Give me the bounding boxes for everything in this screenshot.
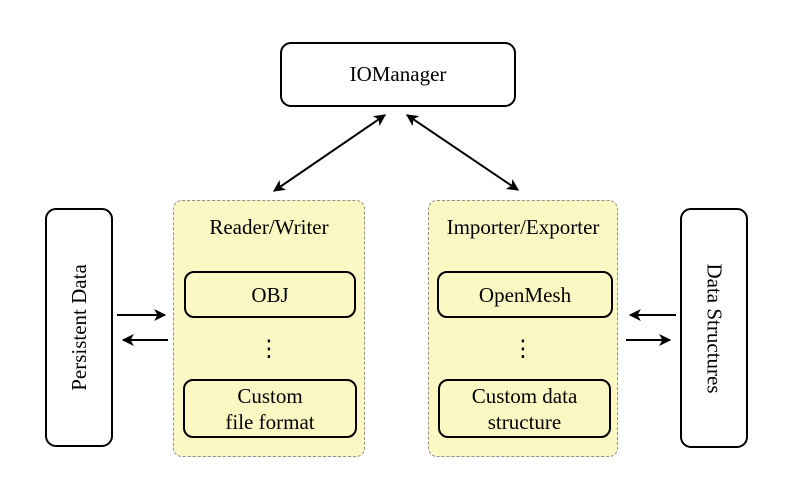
vertical-ellipsis-icon: ⋮ <box>511 336 535 362</box>
node-custom-data-structure-label: Custom data structure <box>471 383 578 434</box>
node-custom-file-format: Custom file format <box>183 379 357 438</box>
node-openmesh-label: OpenMesh <box>478 282 572 307</box>
node-data-structures: Data Structures <box>680 208 748 448</box>
node-persistent-data: Persistent Data <box>45 208 113 447</box>
node-openmesh: OpenMesh <box>437 271 613 318</box>
node-iomanager-label: IOManager <box>349 62 447 86</box>
group-reader-writer-title: Reader/Writer <box>209 215 329 239</box>
node-obj-label: OBJ <box>251 282 289 307</box>
node-persistent-data-label: Persistent Data <box>66 264 91 391</box>
group-importer-exporter-title: Importer/Exporter <box>446 215 600 239</box>
group-reader-writer: Reader/Writer OBJ ⋮ Custom file format <box>173 200 365 457</box>
node-custom-file-format-label: Custom file format <box>225 383 315 434</box>
group-importer-exporter: Importer/Exporter OpenMesh ⋮ Custom data… <box>428 200 618 457</box>
node-iomanager: IOManager <box>280 42 516 107</box>
vertical-ellipsis-icon: ⋮ <box>257 336 281 362</box>
node-obj: OBJ <box>184 271 356 318</box>
arrow-iomanager-importerexporter <box>406 114 519 191</box>
node-custom-data-structure: Custom data structure <box>438 379 611 438</box>
arrow-iomanager-readerwriter <box>273 114 386 192</box>
node-data-structures-label: Data Structures <box>702 262 727 394</box>
